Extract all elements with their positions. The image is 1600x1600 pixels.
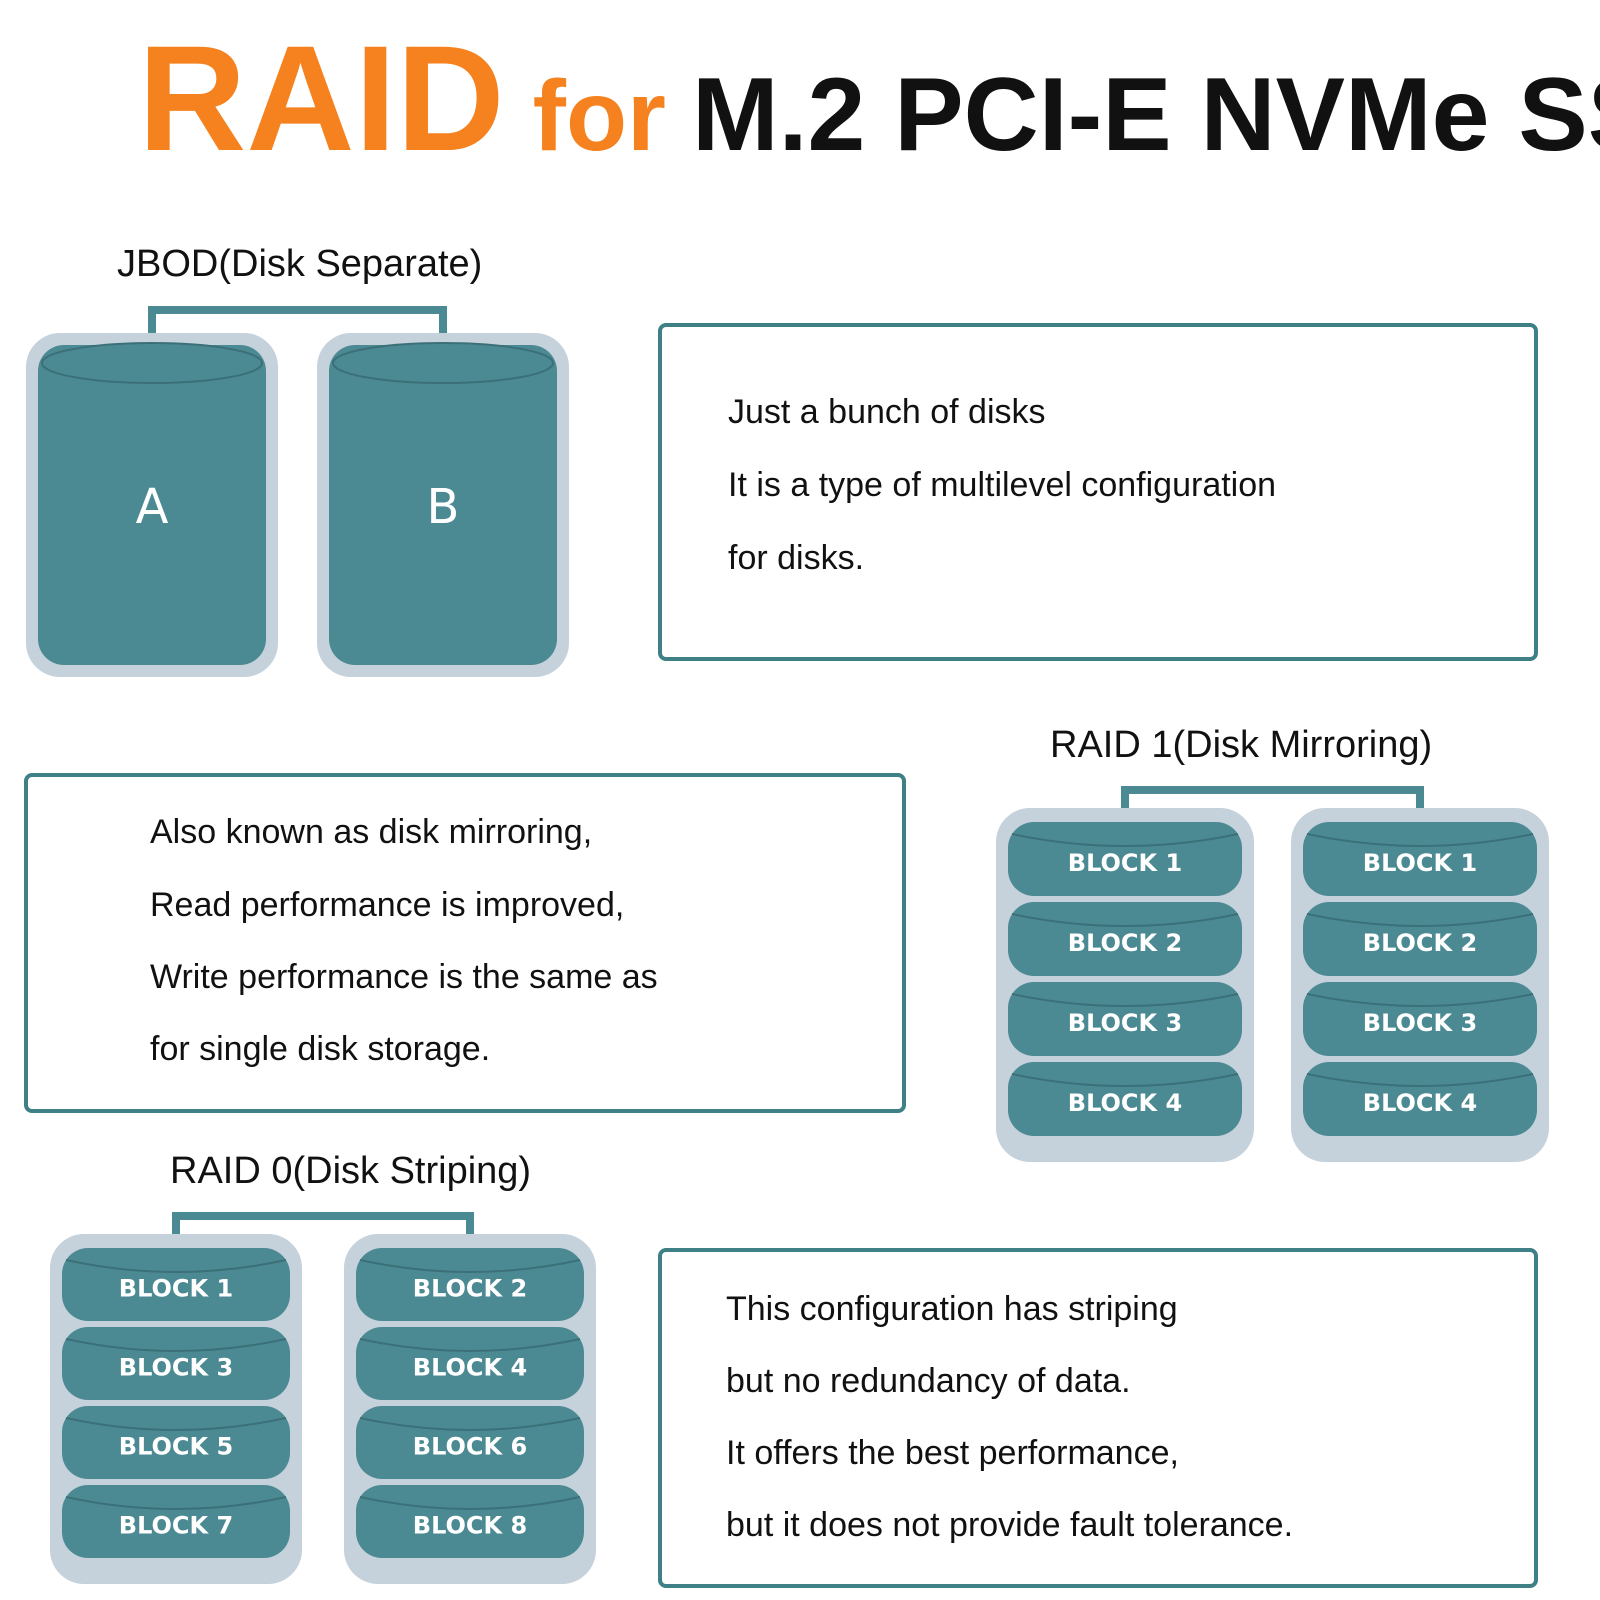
block-label: BLOCK 4 [413, 1354, 527, 1382]
raid1-disk-1-segment-curve [1011, 993, 1239, 1007]
raid1-disk-1-segment-curve [1011, 1073, 1239, 1087]
raid0-desc-line-3: It offers the best performance, [726, 1434, 1179, 1472]
raid1-desc-line-4: for single disk storage. [150, 1030, 490, 1068]
jbod-desc-line-3: for disks. [728, 539, 864, 577]
raid0-disk-2-segment-curve [359, 1338, 581, 1352]
block-label: BLOCK 1 [1363, 849, 1477, 877]
block-label: BLOCK 3 [1068, 1009, 1182, 1037]
jbod-disk-a-body [38, 345, 266, 665]
raid0-disk-2: BLOCK 2 BLOCK 4 BLOCK 6 BLOCK 8 [344, 1234, 596, 1584]
jbod-desc-line-2: It is a type of multilevel configuration [728, 466, 1276, 504]
raid1-desc-line-2: Read performance is improved, [150, 886, 624, 924]
jbod-disk-a-top [41, 342, 263, 384]
block-label: BLOCK 6 [413, 1433, 527, 1461]
raid0-disk-2-segment [356, 1406, 584, 1479]
raid0-disk-1-segment [62, 1406, 290, 1479]
raid0-disk-2-segment-curve [359, 1496, 581, 1510]
raid1-label: RAID 1(Disk Mirroring) [1050, 724, 1432, 766]
raid1-disk-1: BLOCK 1 BLOCK 2 BLOCK 3 BLOCK 4 [996, 808, 1254, 1162]
raid0-desc-line-1: This configuration has striping [726, 1290, 1178, 1328]
jbod-connector [148, 306, 447, 352]
jbod-disk-b-top [332, 342, 554, 384]
block-label: BLOCK 1 [119, 1275, 233, 1303]
block-label: BLOCK 8 [413, 1512, 527, 1540]
raid1-desc-line-1: Also known as disk mirroring, [150, 813, 592, 851]
raid1-disk-2-segment-curve [1306, 913, 1534, 927]
raid1-disk-2-segment [1303, 1062, 1537, 1136]
raid1-disk-2-segment [1303, 902, 1537, 976]
raid0-disk-1-segment-curve [65, 1417, 287, 1431]
raid1-desc-box: Also known as disk mirroring, Read perfo… [24, 773, 906, 1113]
jbod-disk-a-label: A [136, 479, 169, 535]
block-label: BLOCK 2 [1363, 929, 1477, 957]
title-raid: RAID [138, 14, 505, 182]
raid1-disk-2-segment [1303, 982, 1537, 1056]
block-label: BLOCK 3 [1363, 1009, 1477, 1037]
raid0-disk-1-segment [62, 1248, 290, 1321]
raid1-disk-1-segment [1008, 1062, 1242, 1136]
jbod-desc-box: Just a bunch of disks It is a type of mu… [658, 323, 1538, 661]
raid1-desc-line-3: Write performance is the same as [150, 958, 658, 996]
raid1-disk-1-segment [1008, 982, 1242, 1056]
jbod-disk-b: B [317, 333, 569, 677]
block-label: BLOCK 5 [119, 1433, 233, 1461]
block-label: BLOCK 7 [119, 1512, 233, 1540]
raid1-disk-2-segment-curve [1306, 1073, 1534, 1087]
raid1-disk-1-segment-curve [1011, 833, 1239, 847]
raid0-disk-1-segment-curve [65, 1496, 287, 1510]
raid0-label: RAID 0(Disk Striping) [170, 1150, 531, 1192]
title: RAID for M.2 PCI-E NVMe SSD [138, 14, 1600, 182]
raid0-desc-line-2: but no redundancy of data. [726, 1362, 1131, 1400]
raid0-disk-2-segment-curve [359, 1259, 581, 1273]
raid1-disk-2-segment [1303, 822, 1537, 896]
raid0-desc-line-4: but it does not provide fault tolerance. [726, 1506, 1293, 1544]
raid0-disk-1-segment [62, 1485, 290, 1558]
jbod-disk-b-label: B [427, 479, 460, 535]
raid1-disk-2: BLOCK 1 BLOCK 2 BLOCK 3 BLOCK 4 [1291, 808, 1549, 1162]
raid0-disk-2-segment [356, 1248, 584, 1321]
block-label: BLOCK 2 [413, 1275, 527, 1303]
jbod-label: JBOD(Disk Separate) [117, 243, 482, 285]
raid1-disk-2-segment-curve [1306, 833, 1534, 847]
title-for: for [533, 60, 666, 172]
title-rest: M.2 PCI-E NVMe SSD [692, 57, 1600, 173]
raid0-disk-1-segment-curve [65, 1259, 287, 1273]
jbod-disk-a: A [26, 333, 278, 677]
raid0-disk-2-segment [356, 1485, 584, 1558]
raid1-disk-1-segment [1008, 822, 1242, 896]
raid1-disk-2-segment-curve [1306, 993, 1534, 1007]
raid0-disk-1: BLOCK 1 BLOCK 3 BLOCK 5 BLOCK 7 [50, 1234, 302, 1584]
jbod-disk-b-body [329, 345, 557, 665]
block-label: BLOCK 4 [1068, 1089, 1182, 1117]
block-label: BLOCK 4 [1363, 1089, 1477, 1117]
raid0-disk-2-segment-curve [359, 1417, 581, 1431]
raid1-disk-1-segment-curve [1011, 913, 1239, 927]
raid0-disk-2-segment [356, 1327, 584, 1400]
jbod-desc-line-1: Just a bunch of disks [728, 393, 1046, 431]
block-label: BLOCK 1 [1068, 849, 1182, 877]
raid0-desc-box: This configuration has striping but no r… [658, 1248, 1538, 1588]
raid1-disk-1-segment [1008, 902, 1242, 976]
raid0-disk-1-segment-curve [65, 1338, 287, 1352]
raid0-disk-1-segment [62, 1327, 290, 1400]
block-label: BLOCK 2 [1068, 929, 1182, 957]
block-label: BLOCK 3 [119, 1354, 233, 1382]
